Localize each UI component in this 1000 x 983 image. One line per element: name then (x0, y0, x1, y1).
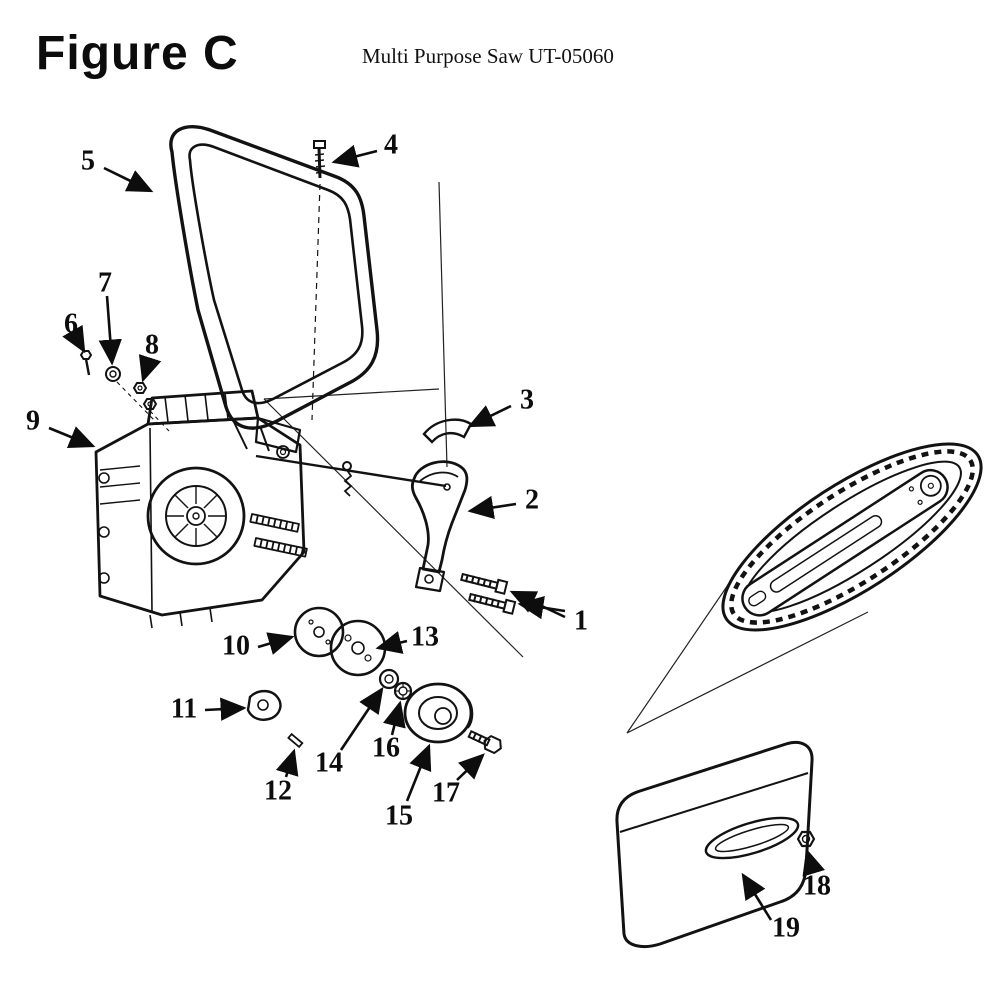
callout-19-number: 19 (772, 913, 800, 944)
callout-3-number: 3 (520, 385, 534, 416)
callout-10-number: 10 (222, 631, 250, 662)
handle-screw-part (311, 140, 326, 421)
hand-guard-part (410, 460, 469, 593)
callout-11: 11 (171, 694, 247, 725)
callout-12-number: 12 (264, 776, 292, 807)
callout-10: 10 (222, 631, 295, 662)
callout-5-number: 5 (81, 146, 95, 177)
bracket-part (422, 418, 473, 444)
callout-12: 12 (264, 748, 299, 807)
callout-8: 8 (138, 330, 162, 383)
callout-5: 5 (81, 146, 154, 193)
callout-17: 17 (432, 753, 485, 809)
callout-14-number: 14 (315, 748, 343, 779)
callout-16-number: 16 (372, 733, 400, 764)
callout-17-number: 17 (432, 778, 460, 809)
callout-6-number: 6 (64, 309, 78, 340)
callout-14: 14 (315, 686, 384, 779)
side-cover-part (615, 740, 816, 948)
callout-6: 6 (62, 309, 86, 354)
mount-screws-part (460, 572, 517, 615)
callout-11-number: 11 (171, 694, 197, 725)
callout-9-number: 9 (26, 406, 40, 437)
callout-19: 19 (741, 872, 800, 944)
callout-4-number: 4 (384, 130, 398, 161)
callout-7-number: 7 (98, 268, 112, 299)
bar-and-chain-group (721, 442, 983, 632)
callout-9: 9 (26, 406, 96, 448)
callout-13: 13 (375, 622, 439, 654)
small-fasteners-group (79, 350, 170, 432)
callout-1-number: 1 (574, 606, 588, 637)
callout-7: 7 (98, 268, 122, 366)
callout-1: 1 (509, 590, 588, 637)
callout-2-number: 2 (525, 485, 539, 516)
callout-16: 16 (372, 700, 406, 764)
callout-18-number: 18 (803, 871, 831, 902)
callout-3: 3 (467, 385, 534, 428)
callout-8-number: 8 (145, 330, 159, 361)
handle-part (169, 125, 380, 452)
callout-13-number: 13 (411, 622, 439, 653)
callout-4: 4 (331, 130, 398, 168)
callout-18: 18 (802, 848, 831, 902)
throttle-rod-part (255, 454, 451, 497)
callout-labels: 1 2 3 4 5 6 7 (26, 130, 831, 944)
callout-15: 15 (385, 743, 432, 832)
figure-title: Figure C (36, 27, 239, 80)
engine-housing-part (94, 389, 308, 629)
figure-subtitle: Multi Purpose Saw UT-05060 (362, 44, 614, 68)
callout-2: 2 (467, 485, 539, 520)
callout-15-number: 15 (385, 801, 413, 832)
